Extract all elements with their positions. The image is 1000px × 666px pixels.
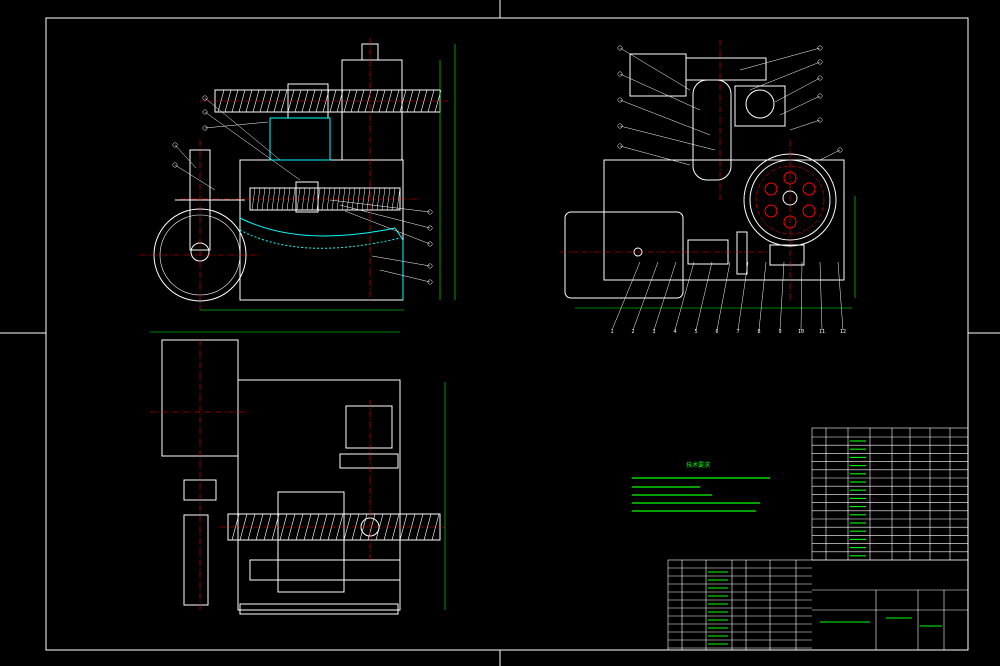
balloon-number: 7 bbox=[736, 329, 739, 335]
balloon-number: 8 bbox=[757, 329, 760, 335]
balloon-number: 12 bbox=[840, 329, 846, 335]
balloon-number: 9 bbox=[778, 329, 781, 335]
balloon-number: 3 bbox=[652, 329, 655, 335]
balloon-number: 6 bbox=[715, 329, 718, 335]
balloon-number: 10 bbox=[798, 329, 804, 335]
balloon-number: 2 bbox=[631, 329, 634, 335]
technical-notes: 技术要求 bbox=[632, 461, 770, 512]
balloon-number: 4 bbox=[673, 329, 676, 335]
tech-notes-title: 技术要求 bbox=[686, 461, 710, 469]
view-top bbox=[150, 331, 446, 615]
view-front-section bbox=[140, 38, 456, 311]
balloon-number: 5 bbox=[694, 329, 697, 335]
title-block bbox=[667, 427, 969, 651]
balloon-number: 1 bbox=[610, 329, 613, 335]
balloon-number: 11 bbox=[819, 329, 825, 335]
